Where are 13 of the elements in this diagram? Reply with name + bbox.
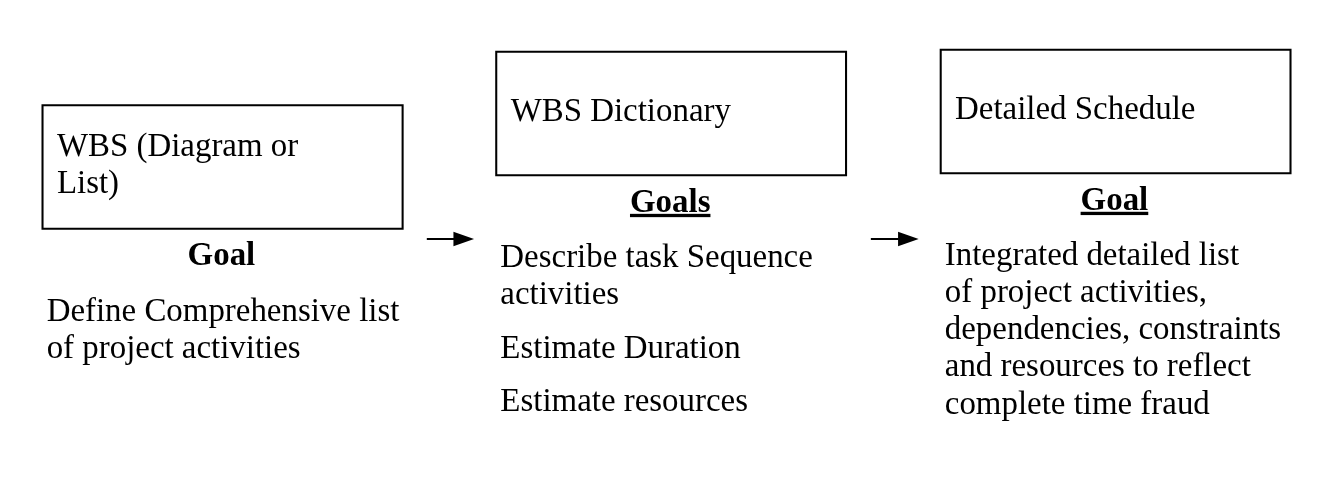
node-label: Describe task Sequence activities bbox=[500, 237, 813, 311]
arrow bbox=[870, 231, 919, 246]
node-label: Goal bbox=[187, 235, 256, 272]
node-label: Integrated detailed list of project activities, dependencies, constraints and resources to reflect complete time fraud bbox=[944, 235, 1282, 420]
node-box: Detailed Schedule bbox=[939, 48, 1292, 174]
node-label: Define Comprehensive list of project activities bbox=[46, 291, 400, 365]
arrow bbox=[426, 231, 475, 246]
node-label: Goals bbox=[629, 182, 711, 219]
node-label: Estimate Duration bbox=[500, 328, 741, 365]
node-box: WBS Dictionary bbox=[495, 50, 848, 176]
node-label: Estimate resources bbox=[500, 381, 748, 418]
node-box: WBS (Diagram or List) bbox=[41, 103, 404, 230]
node-label: Goal bbox=[1080, 180, 1149, 217]
